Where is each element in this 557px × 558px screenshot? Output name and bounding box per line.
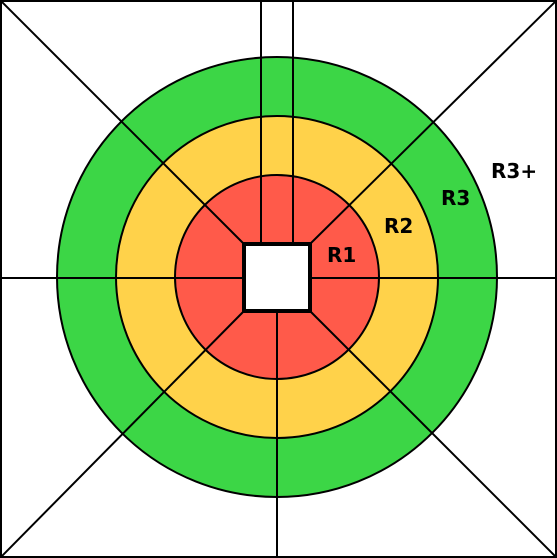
label-r1: R1 — [327, 243, 356, 267]
label-r2: R2 — [384, 214, 413, 238]
label-r3: R3 — [441, 186, 470, 210]
diagonal-se — [309, 310, 557, 558]
diagonal-ne — [309, 0, 557, 245]
label-r3-plus: R3+ — [491, 159, 537, 183]
diagonal-sw — [0, 310, 245, 558]
diagonal-nw — [0, 0, 245, 245]
center-square — [242, 242, 312, 313]
